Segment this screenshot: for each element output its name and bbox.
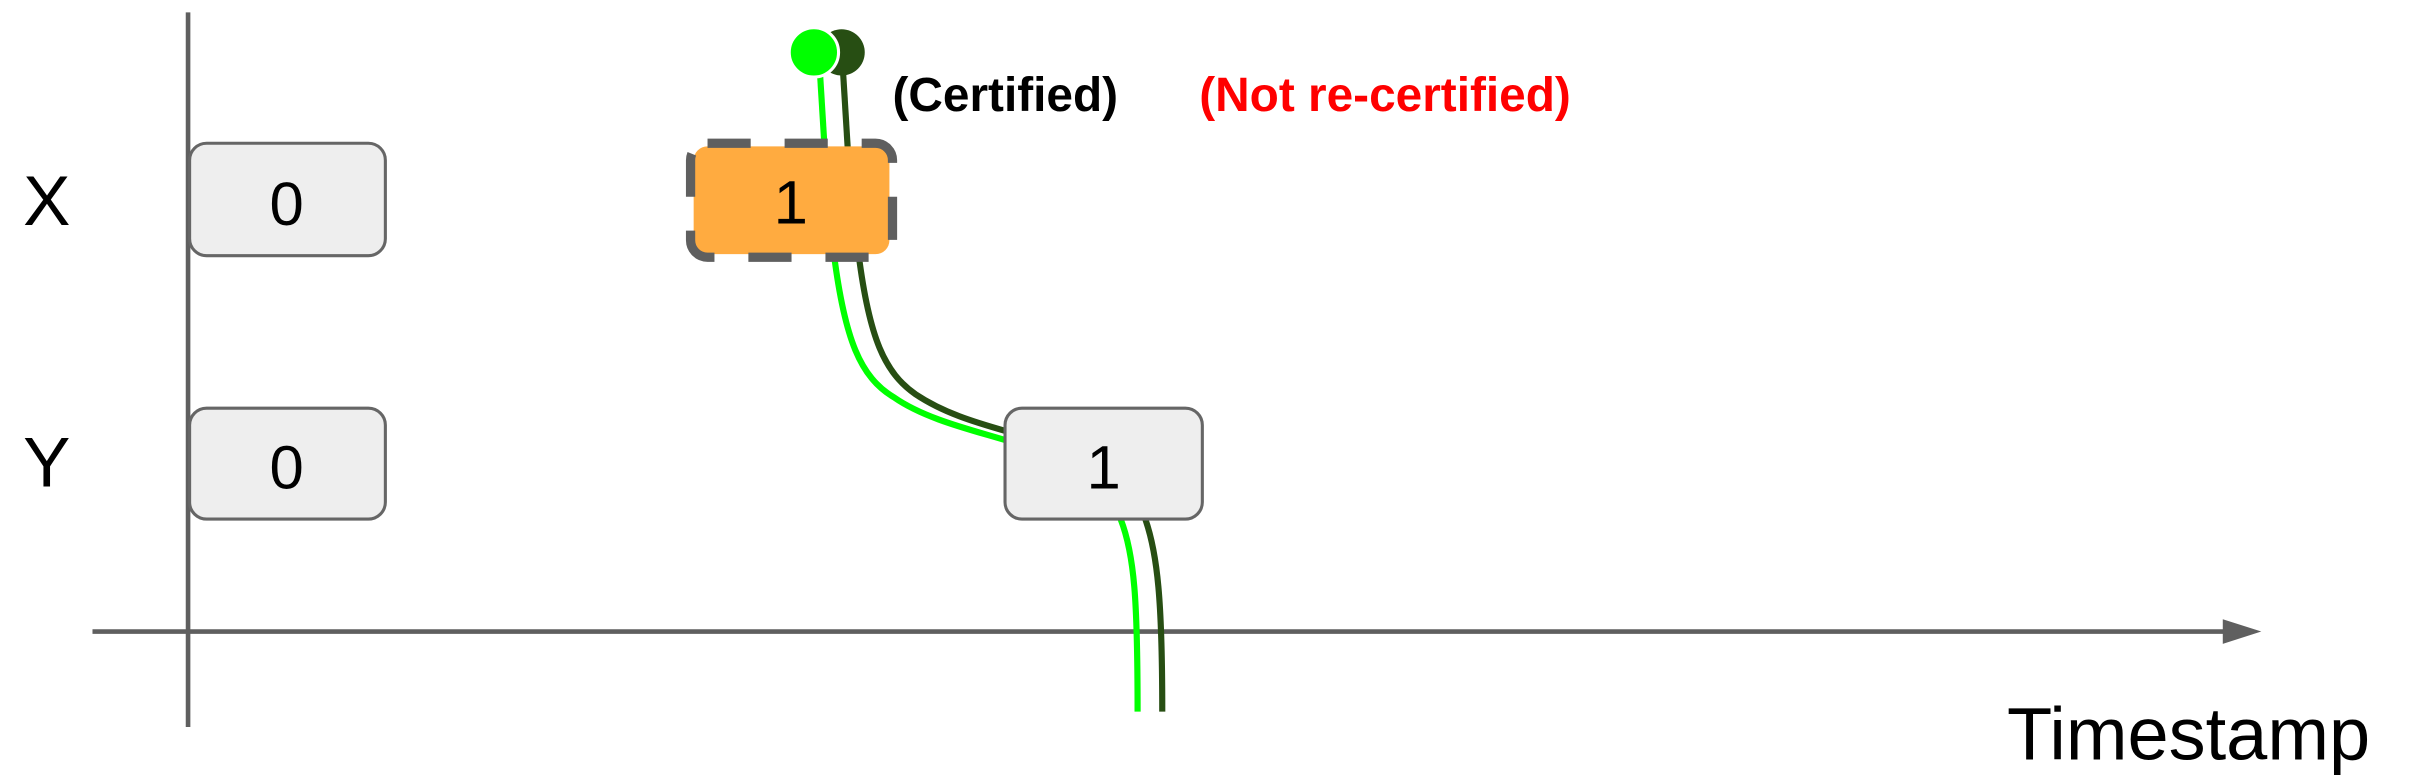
box-x-1-value: 1: [774, 168, 808, 237]
not-recertified-line: [840, 73, 1166, 712]
box-y-0-value: 0: [270, 433, 304, 502]
box-y-1-value: 1: [1087, 433, 1121, 502]
timestamp-label: Timestamp: [2007, 692, 2370, 775]
certified-marker-icon: [787, 26, 841, 79]
box-y-1: 1: [1003, 406, 1204, 521]
box-y-0: 0: [188, 406, 387, 521]
certified-line: [816, 73, 1141, 712]
row-label-x: X: [23, 162, 70, 241]
axis-arrow-icon: [2222, 619, 2262, 644]
row-label-y: Y: [23, 424, 70, 503]
certified-label: (Certified): [893, 69, 1119, 122]
box-x-0: 0: [188, 141, 387, 258]
box-x-0-value: 0: [270, 170, 304, 239]
not-recertified-label: (Not re-certified): [1199, 69, 1571, 122]
box-x-1-highlighted: 1: [685, 138, 898, 262]
